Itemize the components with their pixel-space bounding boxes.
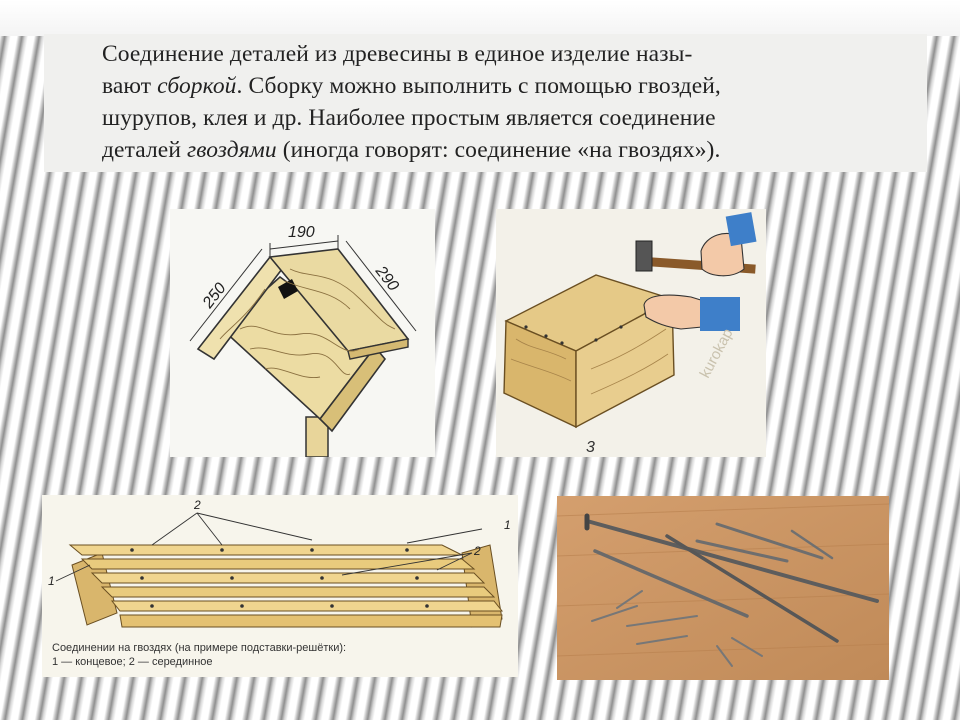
grid-caption-line-2: 1 — концевое; 2 — серединное — [52, 656, 213, 668]
hammer-head — [635, 240, 653, 272]
box-side — [575, 297, 675, 429]
box-wood-grain — [510, 328, 669, 395]
birdhouse-side — [318, 345, 387, 433]
board-grid-drawing: 2 1 2 1 Соединении на гвоздях (на пример… — [48, 498, 511, 668]
upper-sleeve — [725, 212, 757, 247]
birdhouse-wood-grain — [219, 268, 396, 379]
nails-photo-drawing — [557, 496, 889, 680]
figure-number: 3 — [586, 439, 595, 456]
lower-sleeve — [700, 297, 740, 331]
board-grid-figure: 2 1 2 1 Соединении на гвоздях (на пример… — [42, 495, 518, 677]
grid-caption-line-1: Соединении на гвоздях (на примере подста… — [52, 642, 346, 654]
wood-grain — [557, 503, 889, 657]
callout-2-right: 2 — [473, 544, 481, 558]
watermark: kurokap — [697, 326, 737, 381]
callout-1-right: 1 — [504, 518, 511, 532]
paragraph-line-4: деталей гвоздями (иногда говорят: соедин… — [102, 137, 721, 163]
hammer-box-figure: kurokap 3 — [496, 209, 766, 457]
callout-lines — [55, 512, 483, 582]
top-strip — [0, 0, 960, 36]
dimension-290: 290 — [371, 262, 402, 294]
nails-photo — [557, 496, 889, 680]
callout-2-top: 2 — [193, 498, 201, 512]
text-block: Соединение деталей из древесины в единое… — [44, 34, 927, 172]
term-gvozdyami: гвоздями — [187, 137, 277, 163]
hammer-box-drawing: kurokap 3 — [503, 212, 757, 456]
grid-nail-heads — [130, 548, 429, 608]
slats — [68, 544, 504, 628]
paragraph-line-1: Соединение деталей из древесины в единое… — [102, 41, 693, 67]
paragraph-line-3: шурупов, клея и др. Наиболее простым явл… — [102, 105, 716, 131]
dimension-190: 190 — [288, 224, 315, 241]
birdhouse-roof-edge — [347, 338, 409, 360]
callout-1-left: 1 — [48, 574, 55, 588]
birdhouse-drawing: 190 250 290 — [189, 224, 417, 457]
nails — [584, 513, 879, 667]
term-sborka: сборкой — [157, 73, 237, 99]
cross-board-left — [71, 552, 118, 626]
birdhouse-figure: 190 250 290 — [170, 209, 435, 457]
dimension-250: 250 — [199, 280, 230, 312]
paragraph-line-2: вают сборкой. Сборку можно выполнить с п… — [102, 73, 721, 99]
birdhouse-dimension-lines — [189, 235, 417, 342]
